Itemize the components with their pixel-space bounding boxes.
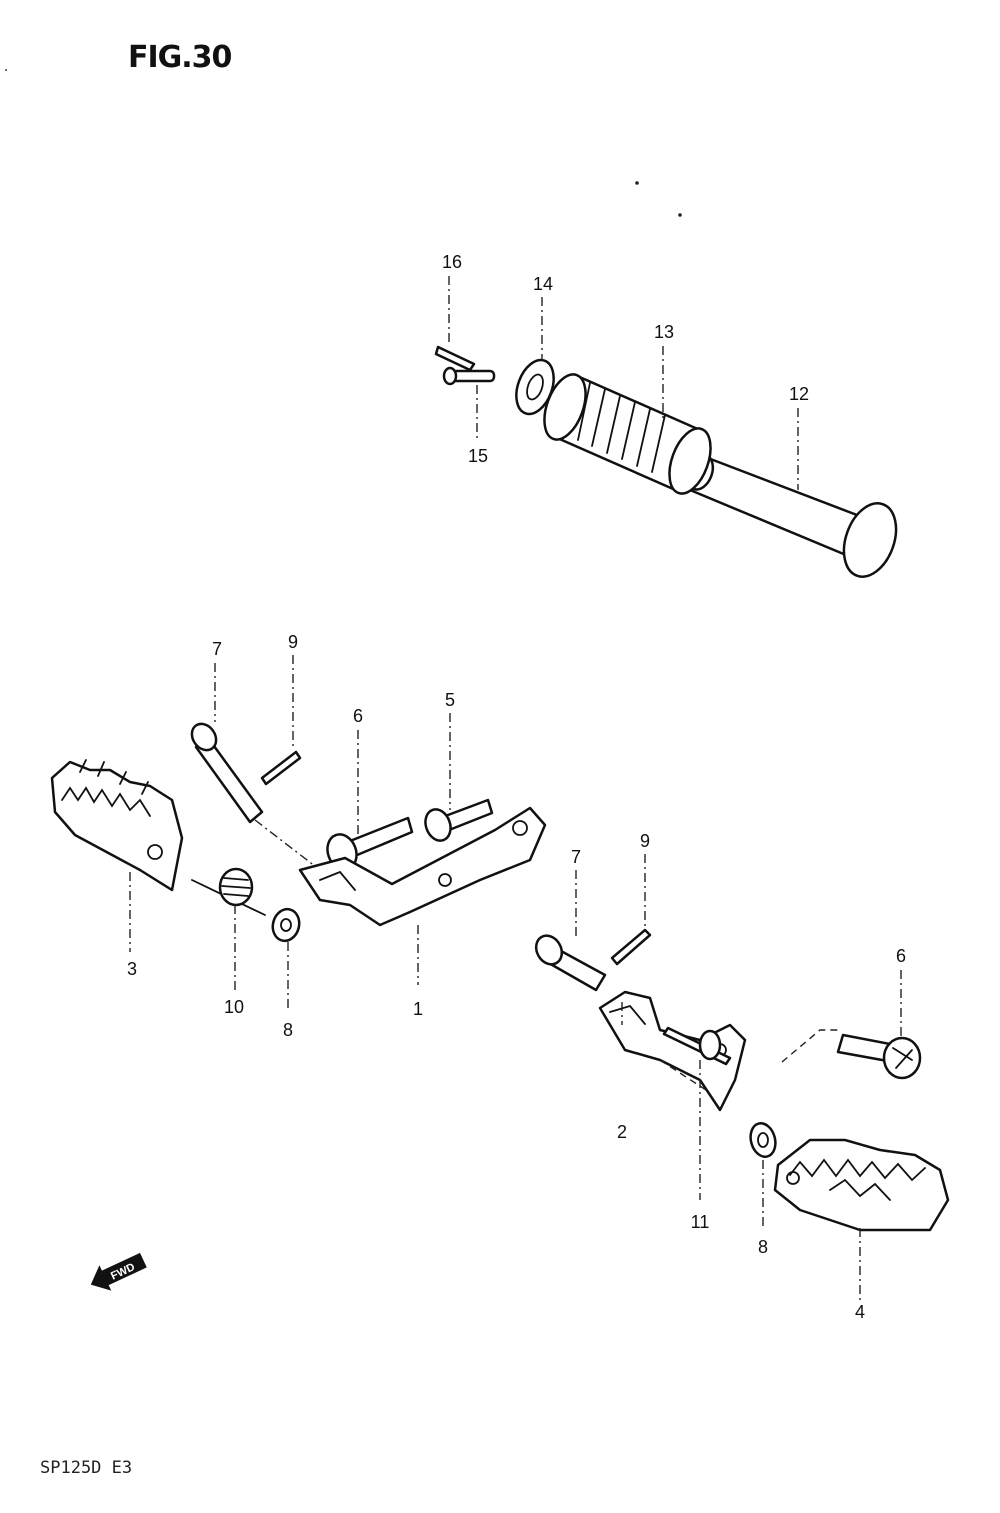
- bracket-2: [598, 990, 747, 1112]
- bolt-6-right: [781, 970, 922, 1080]
- callout-13: 13: [654, 322, 674, 342]
- callout-4: 4: [855, 1302, 865, 1322]
- callout-16: 16: [442, 252, 462, 272]
- callout-15: 15: [468, 446, 488, 466]
- callout-7-left: 7: [212, 639, 222, 659]
- callout-9-right: 9: [640, 831, 650, 851]
- callout-6-right: 6: [896, 946, 906, 966]
- callout-7-right: 7: [571, 847, 581, 867]
- callout-12: 12: [789, 384, 809, 404]
- bolt-5: [424, 713, 494, 842]
- callout-9-left: 9: [288, 632, 298, 652]
- callout-1: 1: [413, 999, 423, 1019]
- cotter-pin-9-right: [610, 854, 652, 966]
- spring-10: [191, 867, 266, 990]
- grip-shaft-12: [685, 408, 898, 578]
- footpeg-3: [50, 759, 184, 952]
- callout-3: 3: [127, 959, 137, 979]
- callout-2: 2: [617, 1122, 627, 1142]
- pivot-pin-7-left: [190, 663, 321, 871]
- callout-8-right: 8: [758, 1237, 768, 1257]
- callout-8-left: 8: [283, 1020, 293, 1040]
- cotter-pin-16: [434, 276, 476, 372]
- callout-6-left: 6: [353, 706, 363, 726]
- callout-10: 10: [224, 997, 244, 1017]
- rubber-grip-13: [543, 346, 712, 495]
- pivot-pin-7-right: [534, 870, 607, 992]
- washer-8-left: [271, 907, 301, 1012]
- callout-11: 11: [691, 1212, 710, 1232]
- fwd-label: FWD: [109, 1261, 137, 1282]
- fwd-arrow-icon: FWD: [90, 1252, 147, 1291]
- callout-5: 5: [445, 690, 455, 710]
- figure-title: FIG.30: [128, 40, 232, 75]
- clevis-pin-15: [442, 366, 496, 440]
- callout-14: 14: [533, 274, 553, 294]
- bolt-6-left: [326, 730, 414, 871]
- pin-11: [662, 1026, 732, 1200]
- bracket-1: [298, 806, 547, 985]
- model-code: SP125D E3: [40, 1458, 133, 1478]
- footpeg-4: [773, 1138, 950, 1300]
- washer-8-right: [749, 1122, 777, 1228]
- cotter-pin-9-left: [260, 655, 302, 786]
